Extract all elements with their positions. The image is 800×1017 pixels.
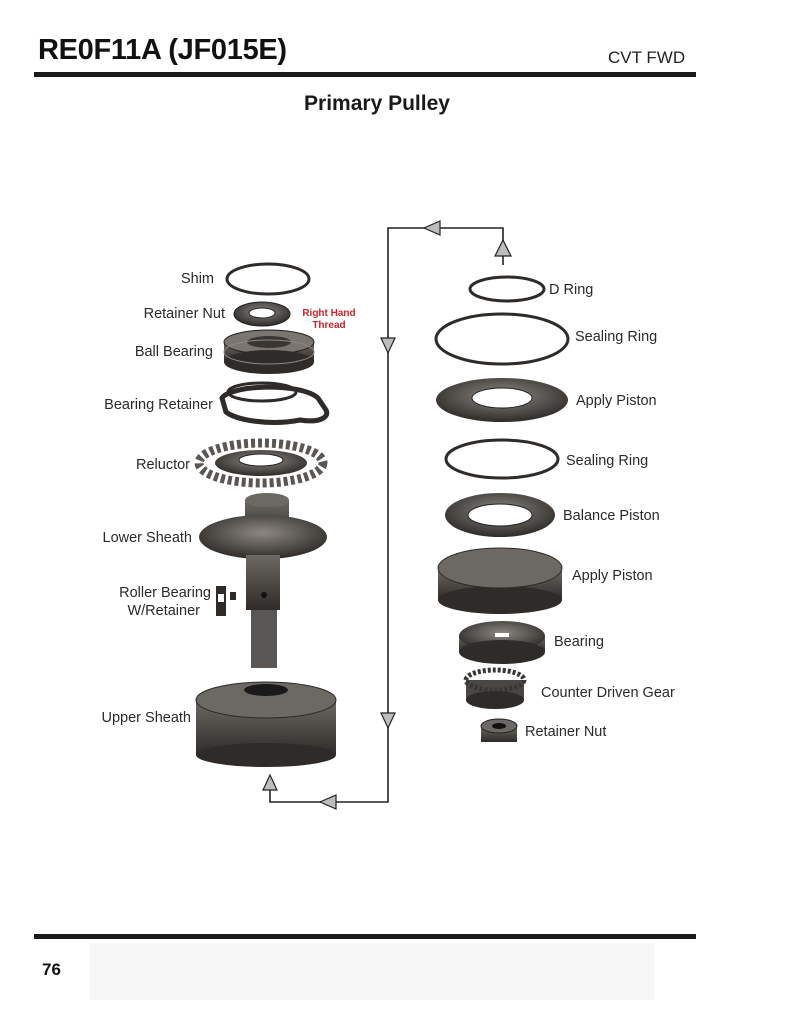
thread-note-line1: Right Hand xyxy=(302,308,356,319)
label-apply-piston-2: Apply Piston xyxy=(572,568,653,584)
label-lower-sheath: Lower Sheath xyxy=(102,530,192,546)
thread-note-line2: Thread xyxy=(312,320,346,331)
label-roller-bearing: Roller Bearing W/Retainer xyxy=(96,584,211,620)
label-bearing-retainer: Bearing Retainer xyxy=(104,397,213,413)
arrow-left-top xyxy=(422,220,441,236)
footer-rule xyxy=(34,934,696,939)
label-upper-sheath: Upper Sheath xyxy=(101,710,191,726)
arrow-left-bottom xyxy=(318,794,337,810)
d-ring-part xyxy=(468,275,546,303)
arrow-down-upper xyxy=(380,337,396,355)
document-category-tag: CVT FWD xyxy=(608,48,686,67)
assembly-flow-lines xyxy=(269,227,504,803)
label-retainer-nut-right: Retainer Nut xyxy=(525,724,607,740)
retainer-nut-left-part xyxy=(233,301,291,327)
thread-note: Right Hand Thread xyxy=(296,308,362,332)
label-counter-driven-gear: Counter Driven Gear xyxy=(541,685,675,701)
upper-sheath-part xyxy=(195,681,337,767)
footer-panel xyxy=(90,943,654,1000)
lower-sheath-part xyxy=(199,493,327,668)
label-roller-bearing-line2: W/Retainer xyxy=(127,603,200,619)
page-number: 76 xyxy=(42,960,61,979)
label-sealing-ring-2: Sealing Ring xyxy=(566,453,649,469)
header-rule xyxy=(34,72,696,77)
label-balance-piston: Balance Piston xyxy=(563,508,660,524)
reluctor-part xyxy=(194,438,328,488)
sealing-ring-1-part xyxy=(434,312,570,366)
bearing-part xyxy=(459,621,545,664)
arrow-up-bottom xyxy=(262,773,278,791)
label-roller-bearing-line1: Roller Bearing xyxy=(119,585,211,601)
retainer-nut-right-part xyxy=(480,718,518,742)
arrow-down-lower xyxy=(380,712,396,730)
counter-driven-gear-part xyxy=(463,667,527,709)
label-reluctor: Reluctor xyxy=(136,457,190,473)
apply-piston-2-part xyxy=(437,547,563,614)
shim-part xyxy=(225,262,311,296)
label-retainer-nut-left: Retainer Nut xyxy=(143,306,225,322)
document-title: RE0F11A (JF015E) xyxy=(38,34,287,66)
label-apply-piston-1: Apply Piston xyxy=(576,393,657,409)
sealing-ring-2-part xyxy=(444,438,560,480)
balance-piston-part xyxy=(445,493,555,537)
label-ball-bearing: Ball Bearing xyxy=(134,344,213,360)
apply-piston-1-part xyxy=(436,378,568,422)
arrow-up-right-top xyxy=(494,238,512,257)
label-bearing: Bearing xyxy=(554,634,604,650)
flow-arrowheads xyxy=(262,220,512,810)
bearing-retainer-part xyxy=(219,381,330,425)
label-sealing-ring-1: Sealing Ring xyxy=(575,329,658,345)
page-title: Primary Pulley xyxy=(304,92,450,115)
label-shim: Shim xyxy=(180,271,214,287)
roller-bearing-part xyxy=(216,586,236,616)
ball-bearing-part xyxy=(223,329,315,374)
label-d-ring: D Ring xyxy=(549,282,594,298)
